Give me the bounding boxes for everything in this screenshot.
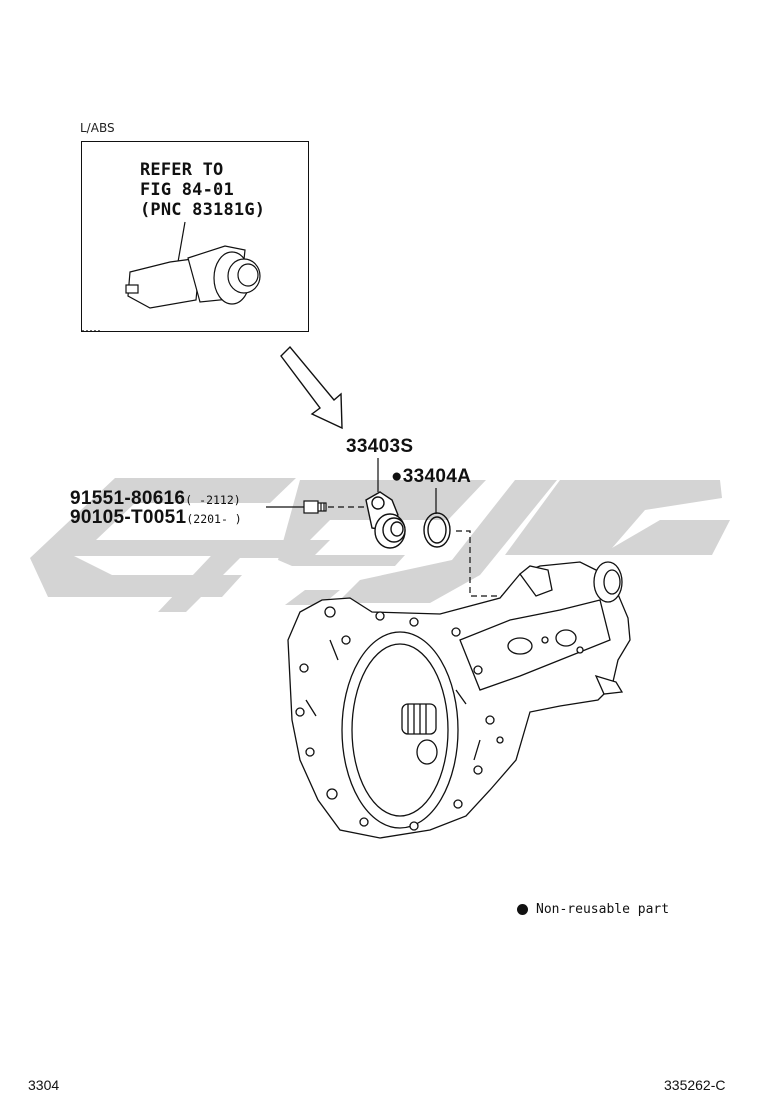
non-reusable-dot-icon: ●: [391, 466, 403, 487]
inset-box: [81, 141, 309, 332]
callout-33404a-text: 33404A: [402, 466, 472, 487]
legend-text: Non-reusable part: [536, 902, 670, 917]
footer-page-code: 3304: [28, 1077, 60, 1093]
non-reusable-legend-icon: [517, 904, 528, 915]
bolt-drawing: [303, 500, 327, 514]
o-ring-part: [423, 512, 451, 548]
bolt-part-row-1: 91551-80616( -2112): [70, 488, 241, 510]
bolt-part-number: 91551-80616: [70, 488, 186, 509]
speed-sensor-part: [365, 491, 406, 549]
bolt-part-number: 90105-T0051: [70, 507, 187, 528]
refer-line-2: FIG 84-01: [140, 180, 234, 200]
callout-33403s: 33403S: [346, 436, 414, 457]
abs-sensor-drawing: [82, 221, 261, 332]
footer-illustration-number: 335262-C: [664, 1077, 726, 1093]
callout-33404a: ●33404A: [391, 466, 471, 488]
bolt-part-row-2: 90105-T0051(2201- ): [70, 507, 242, 529]
bolt-date-range: (2201- ): [186, 512, 242, 526]
inset-label: L/ABS: [80, 121, 115, 135]
refer-text: REFER TO FIG 84-01 (PNC 83181G): [140, 160, 265, 220]
pointer-arrow: [280, 345, 343, 430]
transmission-drawing: [287, 561, 631, 839]
bolt-date-range: ( -2112): [185, 493, 241, 507]
refer-line-3: (PNC 83181G): [140, 200, 266, 220]
refer-line-1: REFER TO: [140, 160, 224, 180]
legend: Non-reusable part: [517, 902, 669, 917]
